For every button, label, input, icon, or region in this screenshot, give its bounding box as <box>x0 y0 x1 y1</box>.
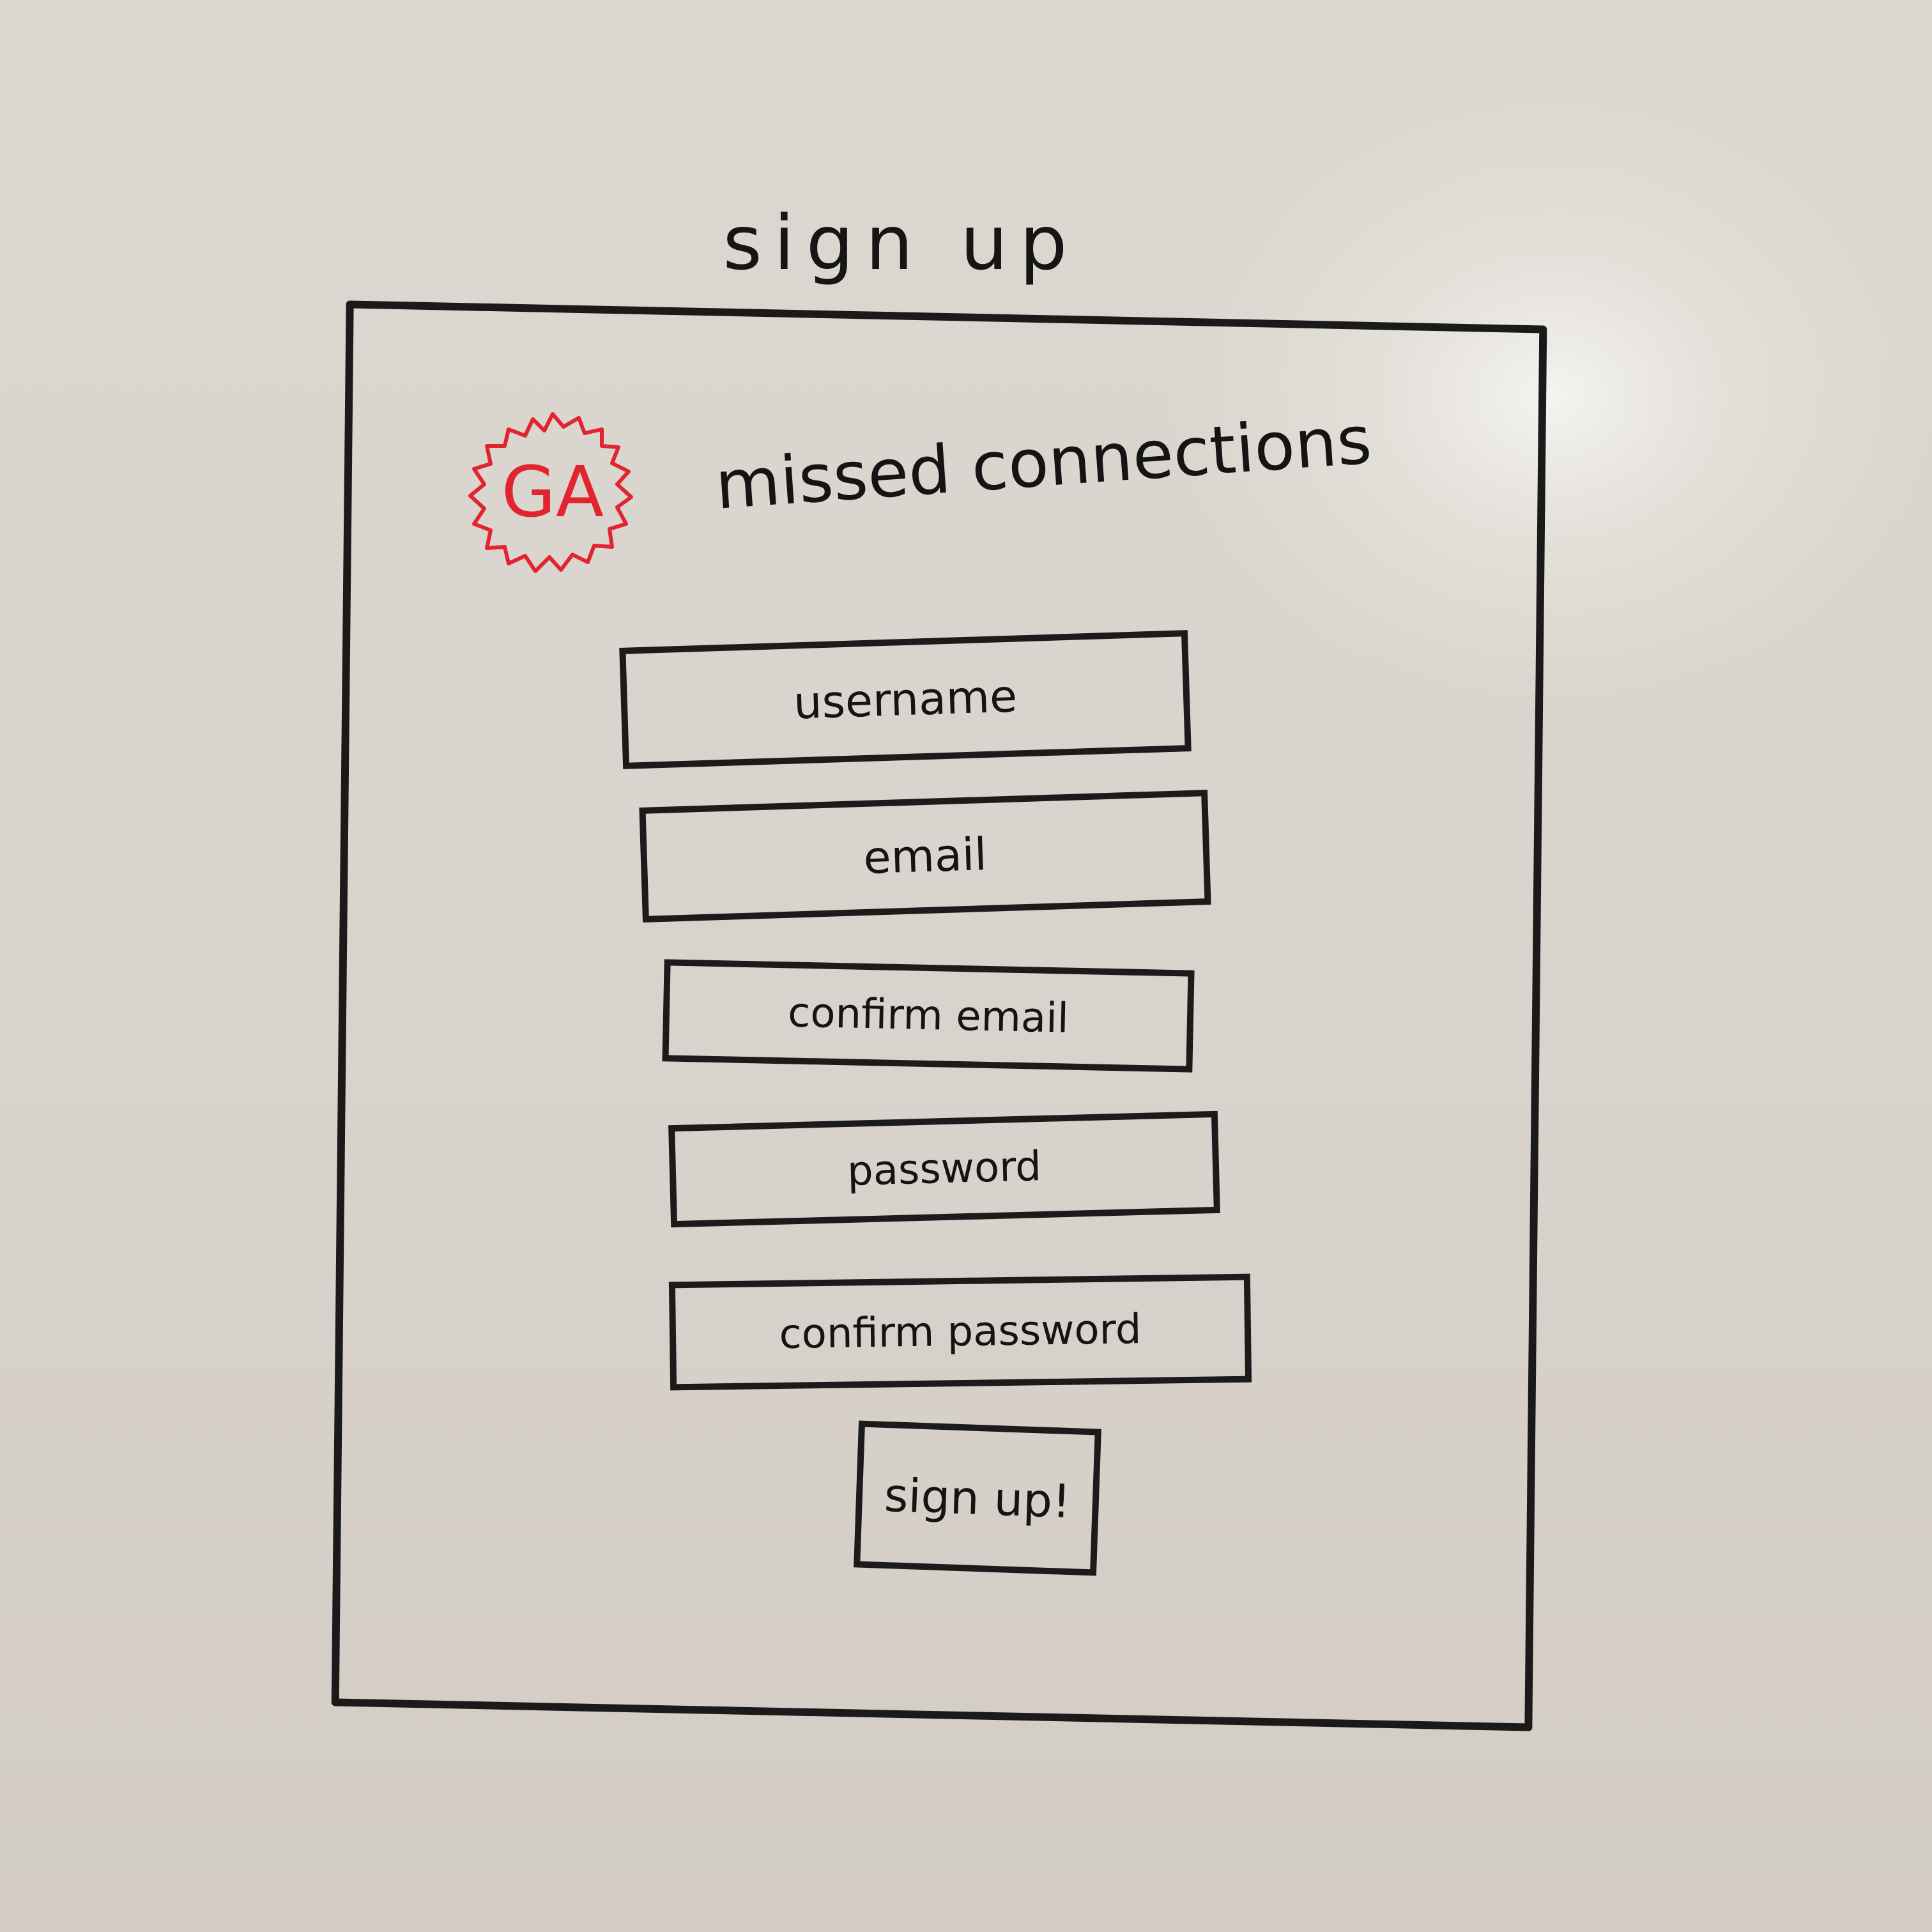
logo-starburst-icon <box>468 412 633 573</box>
email-input[interactable]: email <box>639 790 1211 923</box>
confirm-password-input[interactable]: confirm password <box>668 1273 1252 1391</box>
logo-badge: GA <box>454 402 652 581</box>
page-heading: sign up <box>723 199 1079 287</box>
confirm-email-input[interactable]: confirm email <box>662 959 1195 1073</box>
password-input[interactable]: password <box>668 1110 1220 1228</box>
sign-up-button[interactable]: sign up! <box>854 1420 1101 1576</box>
logo-text: GA <box>501 451 604 533</box>
username-input[interactable]: username <box>619 630 1192 769</box>
